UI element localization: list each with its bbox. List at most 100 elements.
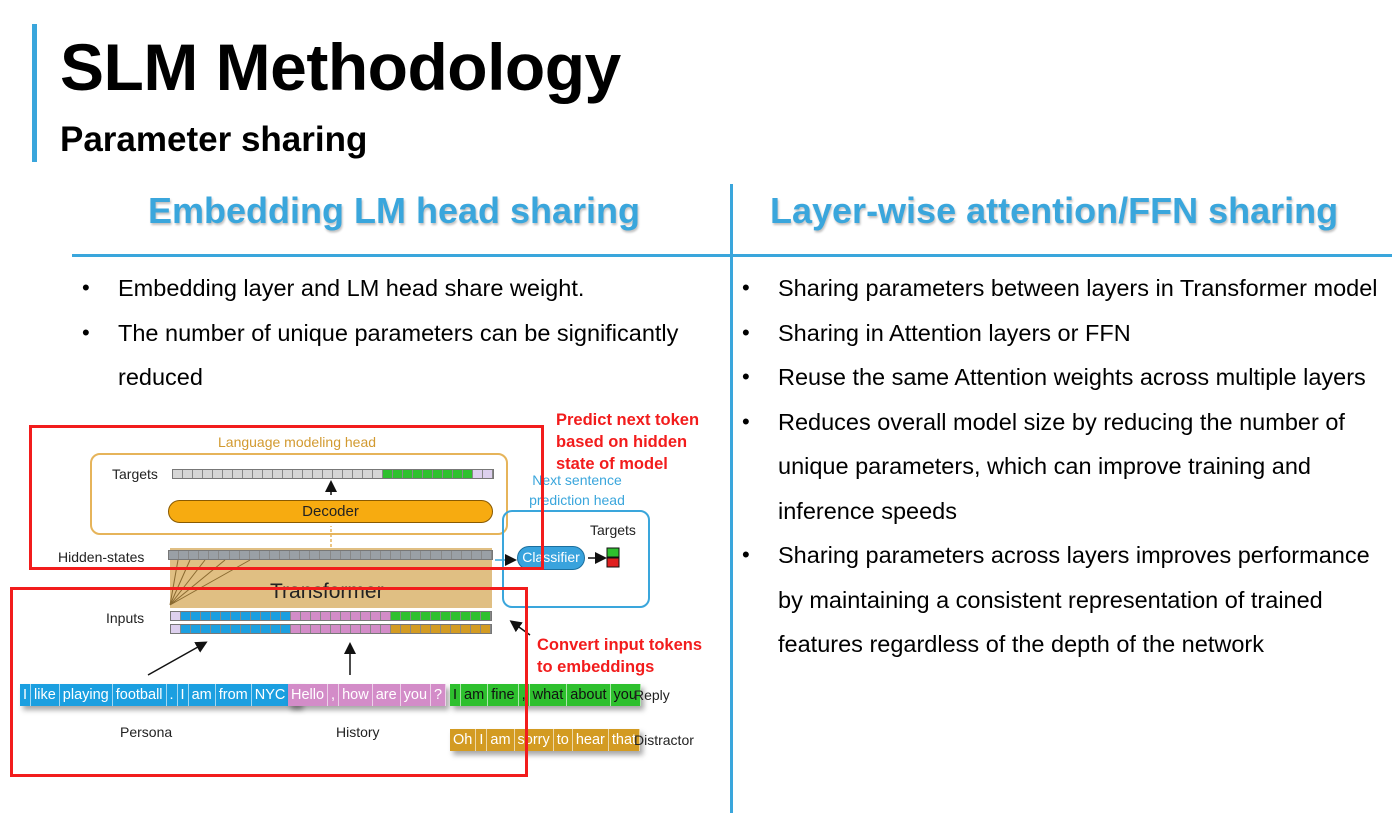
- transformer-label: Transformer: [270, 580, 384, 603]
- bar-cell: [193, 470, 203, 478]
- bar-cell: [343, 470, 353, 478]
- right-bullet-list: Sharing parameters between layers in Tra…: [742, 266, 1392, 667]
- bar-cell: [273, 470, 283, 478]
- bar-cell: [291, 625, 301, 633]
- right-column-heading: Layer-wise attention/FFN sharing: [770, 190, 1339, 231]
- bar-cell: [269, 551, 281, 559]
- nsp-head-label: Next sentence prediction head: [529, 472, 625, 508]
- decoder-block: Decoder: [168, 500, 493, 523]
- bar-cell: [301, 625, 311, 633]
- nsp-target-false: [606, 557, 620, 568]
- distractor-label: Distractor: [634, 732, 694, 748]
- token: I: [20, 684, 32, 706]
- bar-cell: [431, 625, 441, 633]
- bar-cell: [431, 612, 441, 620]
- bar-cell: [259, 551, 270, 559]
- column-divider: [730, 184, 733, 813]
- lm-head-box: [90, 453, 508, 535]
- bar-cell: [201, 612, 211, 620]
- bar-cell: [391, 625, 401, 633]
- bar-cell: [451, 625, 461, 633]
- bar-cell: [441, 551, 452, 559]
- bar-cell: [483, 470, 493, 478]
- bar-cell: [471, 612, 481, 620]
- bar-cell: [461, 551, 472, 559]
- bar-cell: [219, 551, 230, 559]
- bar-cell: [179, 551, 190, 559]
- bar-cell: [371, 625, 381, 633]
- bar-cell: [223, 470, 233, 478]
- bar-cell: [251, 625, 261, 633]
- nsp-targets-label: Targets: [590, 522, 636, 538]
- token: fine: [488, 684, 519, 706]
- bar-cell: [360, 551, 371, 559]
- token: that: [608, 729, 641, 751]
- bar-cell: [301, 612, 311, 620]
- bar-cell: [261, 625, 271, 633]
- bar-cell: [241, 625, 251, 633]
- bar-cell: [463, 470, 473, 478]
- bar-cell: [423, 470, 433, 478]
- reply-label: Reply: [634, 687, 670, 703]
- bar-cell: [323, 470, 333, 478]
- token: am: [188, 684, 216, 706]
- bar-cell: [249, 551, 260, 559]
- token: like: [31, 684, 60, 706]
- token: .: [166, 684, 178, 706]
- token: ,: [518, 684, 530, 706]
- bar-cell: [241, 612, 251, 620]
- bar-cell: [203, 470, 213, 478]
- bar-cell: [271, 625, 281, 633]
- bar-cell: [271, 612, 281, 620]
- bar-cell: [340, 551, 351, 559]
- bar-cell: [281, 612, 291, 620]
- token: are: [372, 684, 401, 706]
- token: playing: [59, 684, 113, 706]
- bar-cell: [211, 625, 221, 633]
- bar-cell: [471, 625, 481, 633]
- model-diagram: Language modeling head Targets Decoder N…: [0, 400, 730, 813]
- bar-cell: [443, 470, 453, 478]
- targets-label: Targets: [112, 466, 158, 482]
- token: what: [529, 684, 568, 706]
- token: I: [177, 684, 189, 706]
- token: ?: [431, 684, 447, 706]
- page-title: SLM Methodology: [60, 30, 621, 104]
- bar-cell: [381, 612, 391, 620]
- hidden-states-bar: [168, 550, 493, 560]
- bar-cell: [231, 612, 241, 620]
- bar-cell: [351, 625, 361, 633]
- highlight-lm-head-box: [29, 425, 544, 570]
- bar-cell: [300, 551, 311, 559]
- token: to: [553, 729, 573, 751]
- bar-cell: [221, 625, 231, 633]
- bar-cell: [280, 551, 291, 559]
- accent-bar: [32, 24, 37, 162]
- bar-cell: [411, 612, 421, 620]
- bar-cell: [451, 551, 462, 559]
- bar-cell: [311, 612, 321, 620]
- bar-cell: [211, 612, 221, 620]
- bullet-item: Reuse the same Attention weights across …: [742, 355, 1392, 400]
- classifier-block: Classifier: [517, 546, 585, 570]
- targets-bar: [172, 469, 494, 479]
- bar-cell: [293, 470, 303, 478]
- bar-cell: [169, 551, 180, 559]
- token: hear: [572, 729, 609, 751]
- bar-cell: [481, 625, 491, 633]
- bar-cell: [461, 612, 471, 620]
- bullet-item: Reduces overall model size by reducing t…: [742, 400, 1392, 534]
- bar-cell: [231, 625, 241, 633]
- token: I: [450, 684, 462, 706]
- bar-cell: [191, 612, 201, 620]
- highlight-embedding-box: [10, 587, 528, 777]
- inputs-bar: [170, 611, 492, 621]
- bar-cell: [181, 612, 191, 620]
- bar-cell: [453, 470, 463, 478]
- bar-cell: [391, 551, 402, 559]
- bar-cell: [333, 470, 343, 478]
- token: you: [610, 684, 641, 706]
- bar-cell: [320, 551, 331, 559]
